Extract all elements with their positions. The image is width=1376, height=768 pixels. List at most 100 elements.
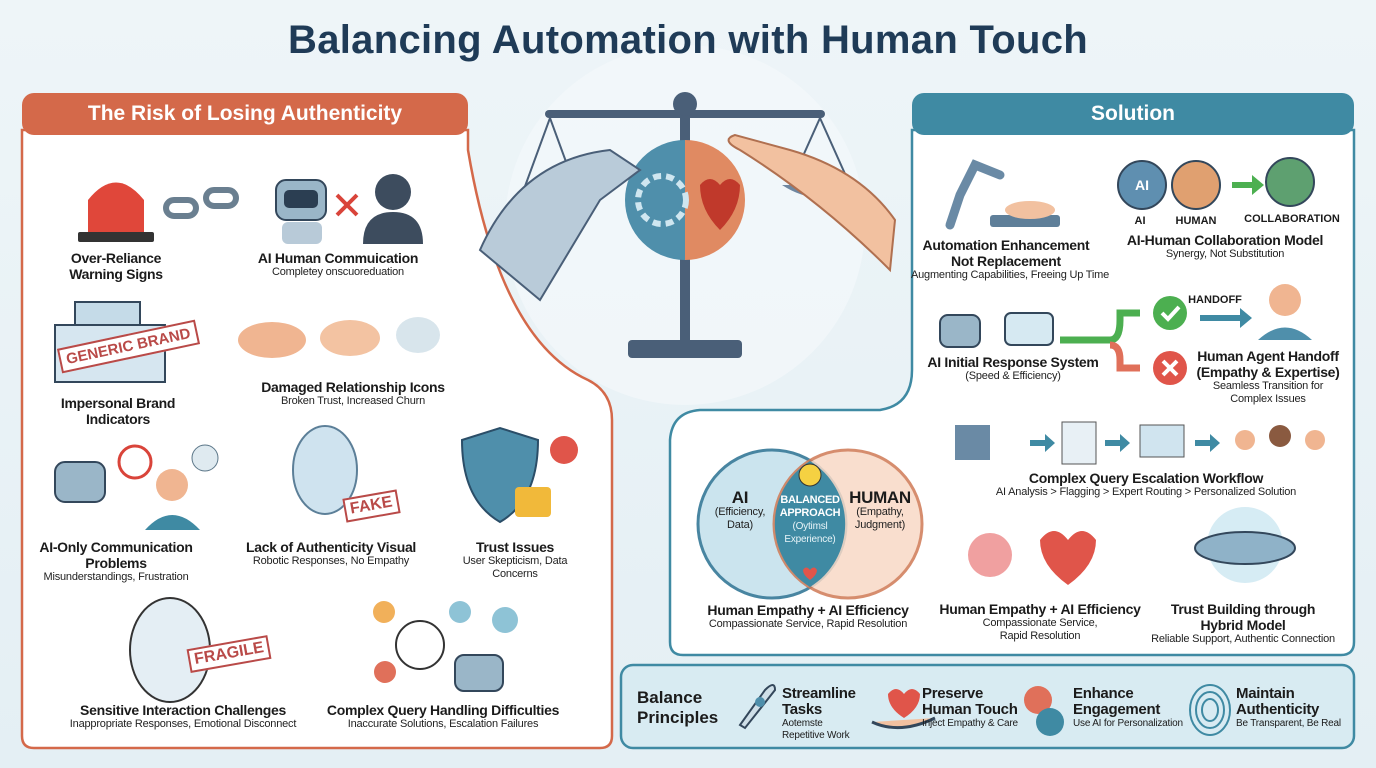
principle-sub: Inject Empathy & Care — [922, 718, 1018, 729]
venn-ai-sub: (Efficiency, Data) — [714, 506, 766, 531]
broken-chain-icon — [163, 187, 239, 219]
item-title: Human Empathy + AI Efficiency — [939, 601, 1141, 617]
item-title: AI-Human Collaboration Model — [1126, 232, 1324, 248]
principle-title: Maintain Authenticity — [1236, 685, 1320, 718]
principles-bar — [619, 663, 1356, 750]
handoff-label: HANDOFF — [1188, 294, 1242, 306]
human-hand-icon — [727, 133, 897, 273]
item-sub: Compassionate Service, Rapid Resolution — [982, 617, 1098, 642]
principle-sub: Aotemste Repetitive Work — [782, 718, 850, 741]
principle-sub: Use AI for Personalization — [1073, 718, 1183, 729]
solution-header-bar — [912, 93, 1354, 135]
gear-label-collaboration: COLLABORATION — [1244, 213, 1340, 225]
item-sub: Reliable Support, Authentic Connection — [1151, 633, 1335, 645]
item-sub: AI Analysis > Flagging > Expert Routing … — [995, 486, 1297, 498]
risk-header-bar — [22, 93, 468, 135]
venn-ai-title: AI — [731, 488, 749, 507]
item-title: AI-Only Communication Problems — [39, 539, 193, 571]
item-sub: Inaccurate Solutions, Escalation Failure… — [347, 718, 539, 730]
robot-icon — [275, 179, 327, 244]
rocket-icon — [738, 684, 777, 730]
item-title: Sensitive Interaction Challenges — [80, 702, 286, 718]
human-silhouette-icon — [363, 174, 423, 244]
check-icon — [1153, 296, 1187, 330]
item-sub: Compassionate Service, Rapid Resolution — [708, 618, 908, 630]
item-sub: Synergy, Not Substitution — [1165, 248, 1285, 260]
principles-heading: Balance Principles — [637, 688, 719, 727]
ai-gear-text: AI — [1135, 177, 1149, 193]
heart-hand-icon — [871, 689, 936, 730]
smiley-icon — [798, 463, 822, 487]
balance-scale-illustration — [478, 45, 897, 405]
broken-handshake-icon — [238, 317, 440, 358]
fingerprint-icon — [1189, 684, 1231, 736]
item-title: Trust Issues — [475, 539, 555, 555]
venn-diagram — [696, 448, 924, 600]
item-title: Over-Reliance Warning Signs — [69, 250, 163, 282]
robot-arm-keyboard-icon — [945, 159, 1060, 230]
venn-center-sub: (Oytimsl Experience) — [784, 521, 836, 545]
principle-sub: Be Transparent, Be Real — [1236, 718, 1341, 729]
initial-response: AI Initial Response System(Speed & Effic… — [927, 354, 1098, 383]
item-sub: Robotic Responses, No Empathy — [252, 555, 410, 567]
item-title: AI Human Commuication — [257, 250, 419, 266]
item-title: Complex Query Handling Difficulties — [326, 702, 560, 718]
risk-item: Impersonal Brand Indicators — [53, 395, 183, 427]
gear-label-human: HUMAN — [1175, 215, 1217, 227]
item-title: Impersonal Brand Indicators — [60, 395, 176, 427]
alarm-siren-icon — [78, 182, 154, 242]
human-agent-handoff: Human Agent Handoff (Empathy & Expertise… — [1188, 348, 1348, 406]
escalation-workflow-icons — [955, 421, 1325, 465]
heart-icon — [803, 567, 817, 580]
principle-title: Preserve Human Touch — [922, 685, 1018, 718]
chatbot-icon — [939, 312, 1054, 348]
venn-human-title: HUMAN — [849, 488, 911, 507]
item-sub: Completey onscuoreduation — [272, 266, 404, 278]
item-title: Human Agent Handoff (Empathy & Expertise… — [1196, 348, 1340, 380]
item-sub: User Skepticism, Data Concerns — [462, 555, 568, 580]
item-title: Human Empathy + AI Efficiency — [707, 602, 909, 618]
collaboration-gears-icon — [1117, 157, 1315, 210]
chat-play-icon — [1024, 686, 1064, 736]
mask-icon — [292, 425, 358, 515]
robot-frustrated-user-icon — [54, 444, 219, 530]
item-sub: Augmenting Capabilities, Freeing Up Time — [910, 269, 1110, 281]
item-title: Automation Enhancement Not Replacement — [922, 237, 1090, 269]
item-sub: (Speed & Efficiency) — [965, 370, 1061, 382]
risk-header: The Risk of Losing Authenticity — [87, 102, 403, 125]
success-path-arrow — [1060, 309, 1140, 344]
support-agent-icon — [1258, 284, 1312, 340]
principle-title: Enhance Engagement — [1073, 685, 1161, 718]
principle-title: Streamline Tasks — [782, 685, 856, 718]
venn-center-title: BALANCED APPROACH — [779, 494, 841, 519]
item-title: Lack of Authenticity Visual — [245, 539, 417, 555]
venn-human: HUMAN(Empathy, Judgment) — [849, 488, 911, 532]
fail-path-arrow — [1109, 341, 1140, 372]
item-title: Trust Building through Hybrid Model — [1170, 601, 1316, 633]
venn-human-sub: (Empathy, Judgment) — [854, 506, 906, 531]
gear-label-ai: AI — [1134, 215, 1146, 227]
item-sub: Inappropriate Responses, Emotional Disco… — [69, 718, 297, 730]
item-sub: Misunderstandings, Frustration — [43, 571, 189, 583]
brain-heart-icon — [968, 531, 1096, 585]
robot-hand-icon — [478, 148, 642, 302]
broken-shield-lock-icon — [460, 426, 578, 524]
x-mark-icon — [335, 193, 359, 217]
item-sub: Broken Trust, Increased Churn — [280, 395, 425, 407]
item-sub: Seamless Transition for Complex Issues — [1212, 380, 1324, 405]
